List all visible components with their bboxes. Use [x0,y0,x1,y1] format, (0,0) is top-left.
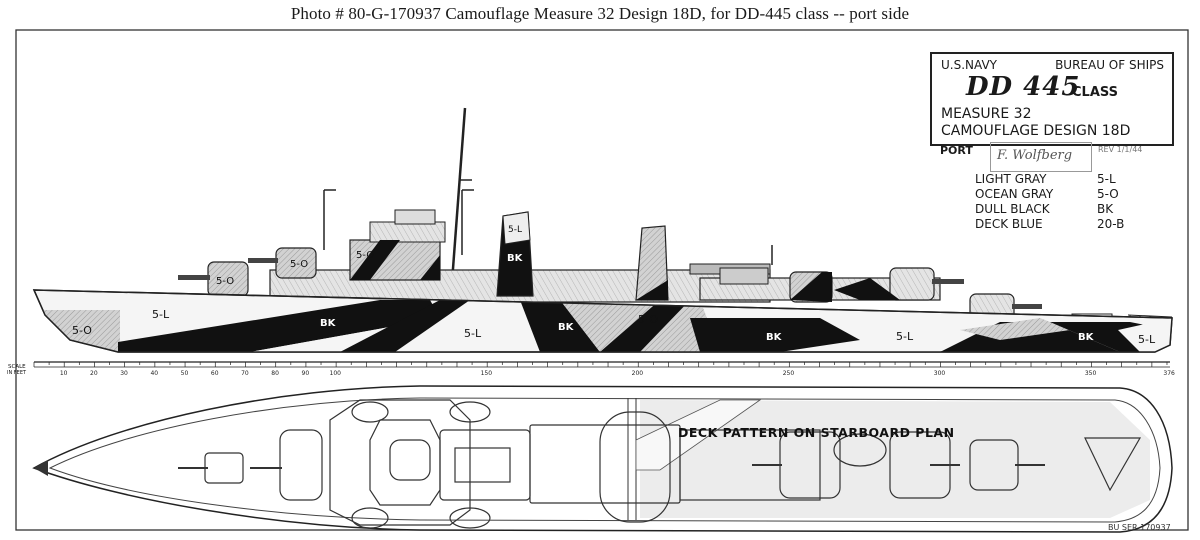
view-label-port: PORT [940,144,973,157]
deck-gun-2 [279,429,323,501]
title-line-navy: U.S.NAVY [941,58,997,72]
label-bridge-5o: 5-O [356,250,374,261]
legend-name: DECK BLUE [975,217,1043,231]
hull-ocean-gray-aft [960,318,1070,340]
scale-tick-label: 20 [90,370,98,377]
title-design: CAMOUFLAGE DESIGN 18D [941,123,1131,139]
label-bow-5l: 5-L [152,308,170,321]
signature: F. Wolfberg [997,148,1073,163]
hull-black-1 [118,300,440,352]
legend-row: LIGHT GRAY 5-L [975,172,1175,187]
legend-code: 5-L [1097,172,1116,186]
deck-funnel-aft [599,411,671,523]
scale-tick-label: 10 [60,370,68,377]
deck-plan-view: DECK PATTERN ON STARBOARD PLAN [32,385,1173,533]
gun-mount-4 [889,267,935,301]
deck-bridge-outline [329,399,471,526]
scale-tick-label: 40 [150,370,158,377]
label-stack-5l: 5-L [508,225,522,235]
scale-label-top: SCALE [8,364,26,370]
deck-stern-depthcharge [1084,437,1142,492]
legend-name: LIGHT GRAY [975,172,1047,186]
legend-name: DULL BLACK [975,202,1050,216]
label-aft-5l: 5-L [896,330,914,343]
scale-tick-label: 300 [934,370,946,377]
scale-tick-label: 376 [1163,370,1175,377]
hull-black-3 [520,300,600,352]
scale-tick-label: 70 [241,370,249,377]
scale-tick-label: 250 [783,370,795,377]
title-class-word: CLASS [1072,85,1119,100]
legend-row: OCEAN GRAY 5-O [975,187,1175,202]
hull-black-2 [340,300,470,352]
label-bk-1: BK [320,318,337,329]
scale-tick-label: 200 [632,370,644,377]
title-block: U.S.NAVY BUREAU OF SHIPS DD 445 CLASS ME… [930,52,1174,146]
scale-bar: SCALE IN FEET 10 20 30 40 50 60 70 80 90 100 150 20… [7,361,1175,377]
scale-tick-label: 50 [181,370,189,377]
scale-tick-label: 350 [1085,370,1097,377]
label-bow-5o: 5-O [72,324,92,337]
hull-light-2 [860,330,960,352]
scale-tick-label: 60 [211,370,219,377]
scale-tick-label: 80 [271,370,279,377]
photo-caption: Photo # 80-G-170937 Camouflage Measure 3… [290,4,910,23]
legend-row: DULL BLACK BK [975,202,1175,217]
label-stern-5l: 5-L [1138,333,1156,346]
label-mid-5l: 5-L [464,327,482,340]
title-ship-class: DD 445 [966,72,1081,102]
label-gun2-5o: 5-O [290,259,308,270]
approval-note: REV 1/1/44 [1098,145,1143,154]
title-line-bureau: BUREAU OF SHIPS [1055,58,1164,72]
profile-view: 5-O 5-L BK 5-L BK 5-O BK 5-L BK 5-L 5-O … [32,107,1173,353]
label-bk-2: BK [558,322,575,333]
hull-black-4 [600,300,690,352]
label-bk-4: BK [1078,332,1095,343]
legend-code: BK [1097,202,1114,216]
mast [450,107,467,283]
hull-black-5 [690,318,860,352]
scale-tick-label: 90 [302,370,310,377]
label-bk-3: BK [766,332,783,343]
legend-name: OCEAN GRAY [975,187,1054,201]
legend-row: DECK BLUE 20-B [975,217,1175,232]
scale-tick-label: 30 [120,370,128,377]
scale-tick-label: 150 [481,370,493,377]
legend-code: 20-B [1097,217,1125,231]
color-legend: LIGHT GRAY 5-L OCEAN GRAY 5-O DULL BLACK BK… [975,172,1175,232]
legend-code: 5-O [1097,187,1119,201]
negative-number: BU SER 170937 [1108,523,1171,532]
label-stack-bk: BK [507,253,524,264]
hull-stern-light [1118,318,1172,352]
deck-pattern-label: DECK PATTERN ON STARBOARD PLAN [678,425,955,440]
scale-tick-label: 100 [330,370,342,377]
title-measure: MEASURE 32 [941,106,1032,122]
scale-label-bottom: IN FEET [7,370,27,376]
signature-box: F. Wolfberg [990,142,1092,172]
label-gun1-5o: 5-O [216,276,234,287]
label-mid-5o: 5-O [638,313,658,326]
